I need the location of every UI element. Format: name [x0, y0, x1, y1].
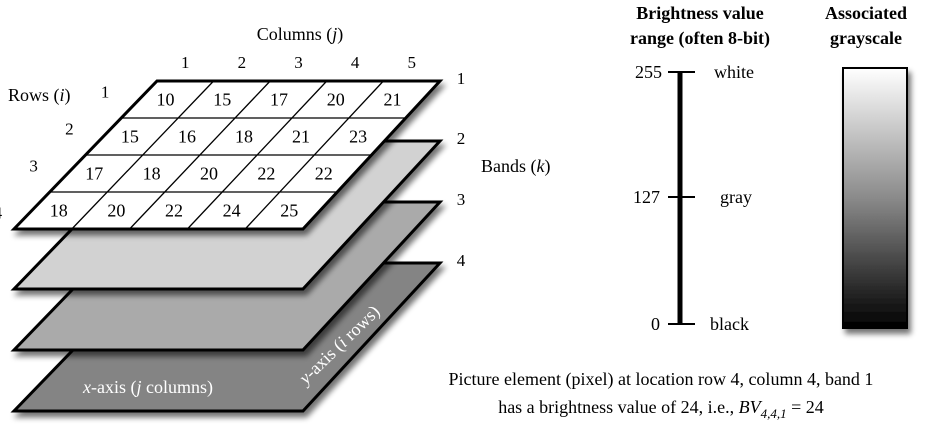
pixel-value: 25 [280, 201, 298, 221]
pixel-value: 21 [292, 127, 310, 147]
column-number: 3 [294, 53, 303, 72]
scale-tick-value: 127 [633, 187, 660, 207]
pixel-value: 18 [235, 127, 253, 147]
x-axis-label: x-axis (j columns) [82, 377, 213, 398]
scale-tick-0: 0 black [651, 314, 749, 334]
pixel-value: 18 [143, 164, 161, 184]
column-number: 5 [407, 53, 416, 72]
row-number: 1 [101, 83, 110, 102]
scale-tick-value: 0 [651, 314, 660, 334]
caption-line2: has a brightness value of 24, i.e., BV4,… [498, 397, 824, 421]
pixel-value: 17 [270, 90, 288, 110]
band-number: 2 [457, 129, 466, 148]
grid-col-line [186, 80, 328, 230]
scale-tick-value: 255 [635, 62, 662, 82]
grayscale-bar [842, 67, 908, 329]
caption-line1: Picture element (pixel) at location row … [449, 369, 874, 390]
scale-tick-label: black [710, 314, 749, 334]
scale-heading-line2: range (often 8-bit) [630, 28, 770, 49]
pixel-value: 22 [257, 164, 275, 184]
rows-label: Rows (i) [8, 85, 71, 106]
column-number: 4 [351, 53, 360, 72]
scale-heading-line1: Brightness value [636, 3, 764, 23]
bands-label: Bands (k) [481, 156, 551, 177]
pixel-value: 23 [349, 127, 367, 147]
grayscale-heading-line2: grayscale [830, 28, 902, 48]
band-number: 4 [457, 251, 466, 270]
grid-col-line [244, 80, 384, 230]
pixel-value: 22 [315, 164, 333, 184]
band-numbers: 1 2 3 4 [457, 69, 466, 270]
pixel-value: 15 [121, 127, 139, 147]
grayscale-heading-line1: Associated [825, 3, 907, 23]
columns-label: Columns (j) [257, 24, 344, 45]
scale-tick-127: 127 gray [633, 187, 752, 207]
row-number: 3 [29, 157, 38, 176]
scale-tick-label: gray [720, 187, 752, 207]
row-number: 2 [65, 120, 74, 139]
pixel-value: 20 [107, 201, 125, 221]
column-numbers: 1 2 3 4 5 [181, 53, 416, 72]
pixel-value: 20 [327, 90, 345, 110]
pixel-value: 15 [213, 90, 231, 110]
grid-col-line [129, 80, 271, 230]
scale-tick-255: 255 white [635, 62, 754, 82]
band-layers [10, 79, 444, 413]
band-number: 3 [457, 190, 466, 209]
pixel-value: 20 [200, 164, 218, 184]
pixel-value: 21 [384, 90, 402, 110]
pixel-value: 24 [223, 201, 241, 221]
column-number: 1 [181, 53, 190, 72]
pixel-value: 22 [165, 201, 183, 221]
column-number: 2 [238, 53, 247, 72]
row-number: 4 [0, 204, 3, 223]
row-numbers: 1 2 3 4 [0, 83, 109, 223]
scale-tick-label: white [714, 62, 754, 82]
grid-col-line [71, 80, 215, 230]
band-number: 1 [457, 69, 466, 88]
pixel-grid-lines [49, 80, 406, 230]
pixel-value: 16 [178, 127, 196, 147]
pixel-value: 18 [50, 201, 68, 221]
pixel-value: 17 [85, 164, 103, 184]
pixel-value: 10 [157, 90, 175, 110]
